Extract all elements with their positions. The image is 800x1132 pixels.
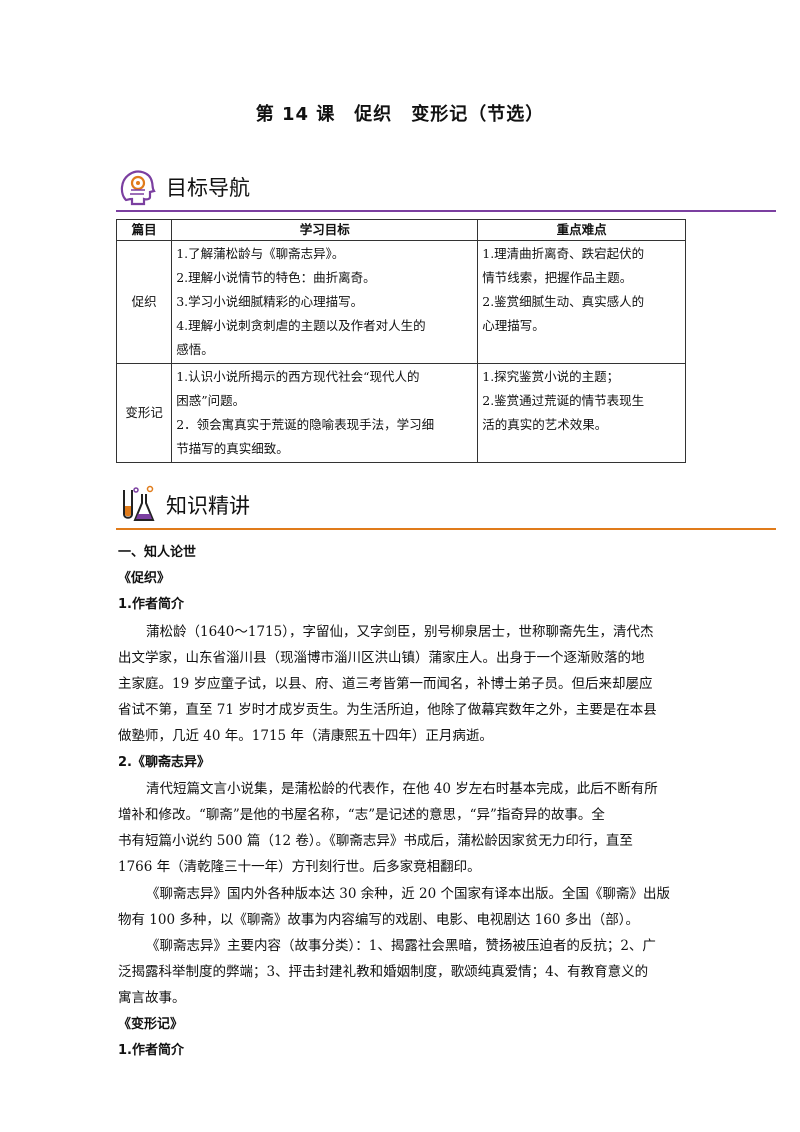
knowledge-section-header: 知识精讲 (116, 484, 776, 530)
objectives-cell: 1.了解蒲松龄与《聊斋志异》。 2.理解小说情节的特色：曲折离奇。 3.学习小说… (171, 240, 479, 364)
objective-line: 节描写的真实细致。 (176, 441, 289, 456)
page-title: 第 14 课 促织 变形记（节选） (255, 104, 545, 125)
objective-line: 感悟。 (176, 342, 214, 357)
key-points-cell: 1.探究鉴赏小说的主题； 2.鉴赏通过荒诞的情节表现生 活的真实的艺术效果。 (477, 363, 686, 463)
goals-divider (116, 210, 776, 212)
paragraph: 清代短篇文言小说集，是蒲松龄的代表作，在他 40 岁左右时基本完成，此后不断有所… (118, 776, 684, 881)
text-line: 做塾师，几近 40 年。1715 年（清康熙五十四年）正月病逝。 (118, 728, 493, 745)
text-line: 寓言故事。 (118, 990, 186, 1007)
paragraph: 《聊斋志异》国内外各种版本达 30 余种，近 20 个国家有译本出版。全国《聊斋… (118, 881, 684, 933)
key-point-line: 活的真实的艺术效果。 (482, 417, 608, 432)
header-key-points: 重点难点 (477, 219, 686, 241)
row-name: 变形记 (115, 363, 173, 463)
objective-line: 2.理解小说情节的特色：曲折离奇。 (176, 270, 376, 285)
subheading: 1.作者简介 (118, 1042, 184, 1058)
table-row: 变形记 1.认识小说所揭示的西方现代社会“现代人的 困惑”问题。 2．领会寓真实… (115, 363, 686, 463)
row-name: 促织 (115, 240, 173, 364)
text-line: 物有 100 多种，以《聊斋》故事为内容编写的戏剧、电影、电视剧达 160 多出… (118, 911, 639, 928)
text-line: 增补和修改。“聊斋”是他的书屋名称，“志”是记述的意思，“异”指奇异的故事。全 (118, 807, 605, 824)
objective-line: 2．领会寓真实于荒诞的隐喻表现手法，学习细 (176, 417, 435, 432)
goals-table: 篇目 学习目标 重点难点 促织 1.了解蒲松龄与《聊斋志异》。 2.理解小说情节… (115, 219, 686, 463)
subheading: 1.作者简介 (118, 597, 184, 613)
key-point-line: 1.理清曲折离奇、跌宕起伏的 (482, 246, 645, 261)
text-line: 1766 年（清乾隆三十一年）方刊刻行世。后多家竞相翻印。 (118, 859, 481, 876)
goals-section-title: 目标导航 (166, 176, 250, 200)
goals-section-header: 目标导航 (116, 166, 776, 212)
text-line: 出文学家，山东省淄川县（现淄博市淄川区洪山镇）蒲家庄人。出身于一个逐渐败落的地 (118, 649, 645, 666)
key-point-line: 2.鉴赏通过荒诞的情节表现生 (482, 393, 645, 408)
table-row: 促织 1.了解蒲松龄与《聊斋志异》。 2.理解小说情节的特色：曲折离奇。 3.学… (115, 240, 686, 364)
key-point-line: 心理描写。 (482, 318, 545, 333)
book-heading: 《变形记》 (118, 1016, 184, 1032)
brain-gears-icon (120, 170, 156, 206)
text-line: 书有短篇小说约 500 篇（12 卷）。《聊斋志异》书成后，蒲松龄因家贫无力印行… (118, 833, 633, 850)
paragraph: 蒲松龄（1640～1715），字留仙，又字剑臣，别号柳泉居士，世称聊斋先生，清代… (118, 619, 684, 750)
book-heading: 《促织》 (118, 571, 171, 587)
text-line: 省试不第，直至 71 岁时才成岁贡生。为生活所迫，他除了做幕宾数年之外，主要是在… (118, 702, 657, 719)
text-line: 清代短篇文言小说集，是蒲松龄的代表作，在他 40 岁左右时基本完成，此后不断有所 (146, 780, 658, 797)
header-objectives: 学习目标 (171, 219, 479, 241)
header-piece: 篇目 (115, 219, 173, 241)
text-line: 《聊斋志异》主要内容（故事分类）：1、揭露社会黑暗，赞扬被压迫者的反抗；2、广 (146, 938, 656, 955)
key-point-line: 1.探究鉴赏小说的主题； (482, 369, 620, 384)
key-points-cell: 1.理清曲折离奇、跌宕起伏的 情节线索，把握作品主题。 2.鉴赏细腻生动、真实感… (477, 240, 686, 364)
lab-flask-icon (123, 485, 155, 521)
objective-line: 困惑”问题。 (176, 393, 246, 408)
objective-line: 3.学习小说细腻精彩的心理描写。 (176, 294, 364, 309)
subheading: 2.《聊斋志异》 (118, 754, 210, 770)
text-line: 蒲松龄（1640～1715），字留仙，又字剑臣，别号柳泉居士，世称聊斋先生，清代… (146, 623, 654, 640)
text-line: 泛揭露科举制度的弊端；3、抨击封建礼教和婚姻制度，歌颂纯真爱情；4、有教育意义的 (118, 964, 649, 981)
paragraph: 《聊斋志异》主要内容（故事分类）：1、揭露社会黑暗，赞扬被压迫者的反抗；2、广 … (118, 933, 684, 1012)
part-heading: 一、知人论世 (118, 545, 197, 560)
knowledge-content: 一、知人论世 《促织》 1.作者简介 蒲松龄（1640～1715），字留仙，又字… (118, 540, 684, 1064)
text-line: 主家庭。19 岁应童子试，以县、府、道三考皆第一而闻名，补博士弟子员。但后来却屡… (118, 676, 653, 693)
objective-line: 1.认识小说所揭示的西方现代社会“现代人的 (176, 369, 420, 384)
knowledge-section-title: 知识精讲 (166, 494, 250, 518)
objectives-cell: 1.认识小说所揭示的西方现代社会“现代人的 困惑”问题。 2．领会寓真实于荒诞的… (171, 363, 479, 463)
text-line: 《聊斋志异》国内外各种版本达 30 余种，近 20 个国家有译本出版。全国《聊斋… (146, 885, 671, 902)
objective-line: 1.了解蒲松龄与《聊斋志异》。 (176, 246, 345, 261)
knowledge-divider (116, 528, 776, 530)
key-point-line: 2.鉴赏细腻生动、真实感人的 (482, 294, 645, 309)
objective-line: 4.理解小说刺贪刺虐的主题以及作者对人生的 (176, 318, 426, 333)
table-header-row: 篇目 学习目标 重点难点 (115, 219, 686, 241)
key-point-line: 情节线索，把握作品主题。 (482, 270, 633, 285)
